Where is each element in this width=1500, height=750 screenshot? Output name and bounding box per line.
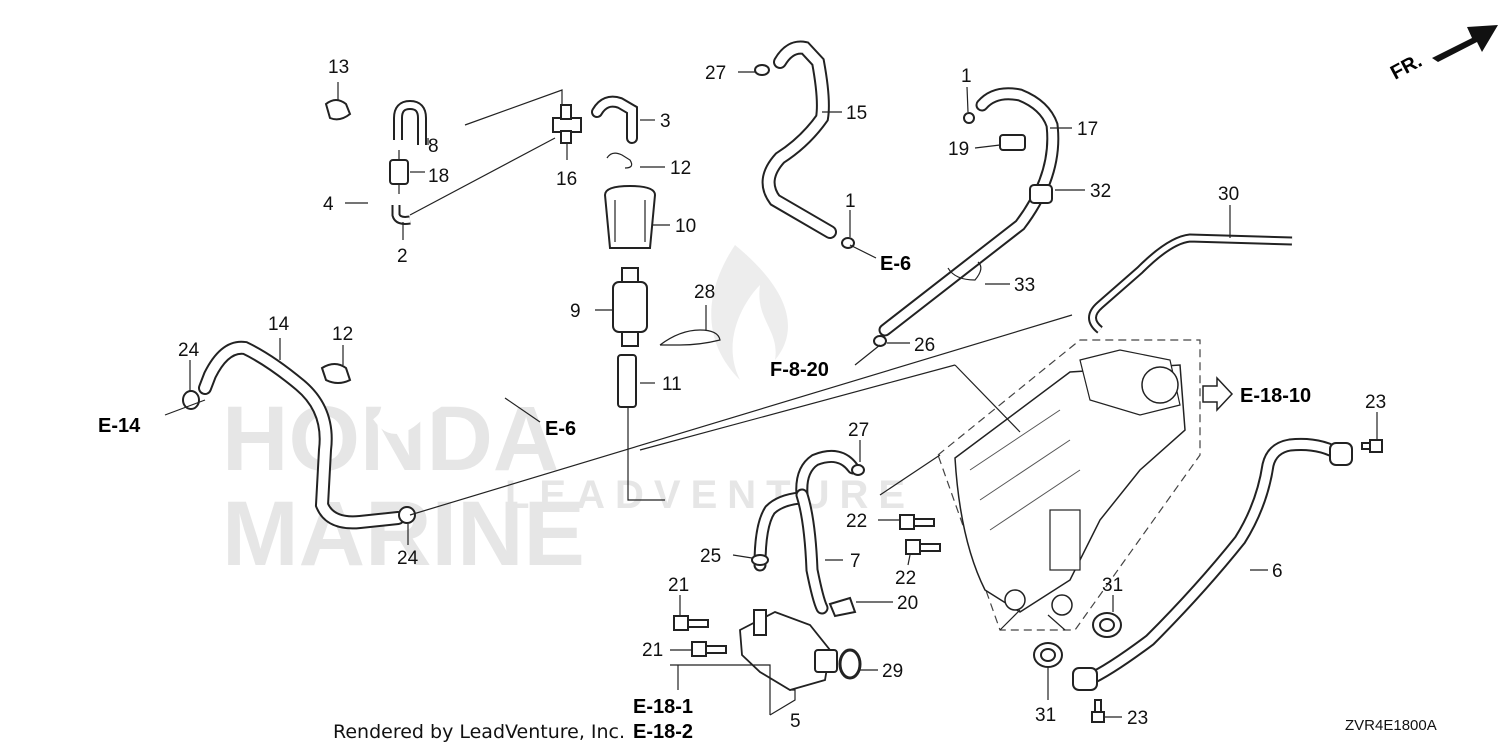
watermark-tagline: LEADVENTURE — [505, 473, 915, 517]
callout-30: 30 — [1218, 184, 1239, 205]
clip-27-top — [754, 64, 770, 76]
rendered-by-text: Rendered by LeadVenture, Inc. — [333, 721, 625, 743]
front-direction-indicator: FR. — [1387, 25, 1498, 84]
ref-e6-top[interactable]: E-6 — [880, 253, 911, 275]
leader-lines — [164, 71, 1378, 718]
part-29-o-ring — [838, 648, 862, 680]
part-18-filter — [389, 159, 409, 185]
part-9-fuel-filter — [612, 281, 648, 333]
bolt-23-lower — [1091, 699, 1105, 723]
callout-14: 14 — [268, 314, 290, 335]
vapor-separator-assembly — [954, 349, 1186, 616]
grommet-31-right — [1092, 612, 1122, 638]
callout-3: 3 — [660, 111, 671, 132]
ref-e6-left[interactable]: E-6 — [545, 418, 576, 440]
ref-e-18-2[interactable]: E-18-2 — [633, 721, 693, 743]
part-11-tube — [617, 354, 637, 408]
callout-15: 15 — [846, 103, 867, 124]
callout-8: 8 — [428, 136, 439, 157]
hose-4-inner — [356, 12, 505, 434]
callout-9: 9 — [570, 301, 581, 322]
diagram-code: ZVR4E1800A — [1345, 717, 1437, 734]
ref-e14[interactable]: E-14 — [98, 415, 141, 437]
clip-12-top — [606, 152, 633, 169]
callout-1-lower: 1 — [845, 191, 856, 212]
callout-29: 29 — [882, 661, 903, 682]
clip-24-bottom — [398, 506, 416, 524]
callout-31-bottom: 31 — [1035, 705, 1056, 726]
hose-6-end-lower — [1072, 667, 1098, 691]
part-28-band — [659, 329, 721, 346]
callout-31-right: 31 — [1102, 575, 1123, 596]
callout-27-lower: 27 — [848, 420, 869, 441]
callout-21-upper: 21 — [668, 575, 689, 596]
clip-26 — [873, 335, 887, 347]
callout-12-top: 12 — [670, 158, 691, 179]
callout-labels: 13 8 18 4 2 16 3 12 10 9 28 11 14 24 12 … — [178, 57, 1386, 732]
clip-24-left — [182, 390, 200, 410]
callout-13: 13 — [328, 57, 349, 78]
callout-2: 2 — [397, 246, 408, 267]
clip-1-upper — [963, 112, 975, 124]
hose-14-inner — [200, 342, 403, 528]
part-19-connector — [999, 134, 1026, 151]
callout-23-upper: 23 — [1365, 392, 1386, 413]
callout-4: 4 — [323, 194, 334, 215]
callout-22-upper: 22 — [846, 511, 867, 532]
bolt-21-lower — [691, 641, 727, 657]
callout-25: 25 — [700, 546, 721, 567]
callout-11: 11 — [662, 374, 682, 395]
clip-13 — [324, 99, 352, 121]
fuel-pump-5 — [739, 609, 838, 691]
callout-23-lower: 23 — [1127, 708, 1148, 729]
callout-18: 18 — [428, 166, 449, 187]
bolt-22-lower — [905, 539, 941, 555]
bolt-23-upper — [1361, 439, 1383, 453]
front-arrow-icon — [1432, 25, 1498, 62]
callout-12-left: 12 — [332, 324, 353, 345]
callout-24-left: 24 — [178, 340, 200, 361]
bolt-22-upper — [899, 514, 935, 530]
front-label: FR. — [1387, 50, 1426, 85]
hose-6-end-upper — [1329, 442, 1353, 466]
callout-22-lower: 22 — [895, 568, 916, 589]
hose-8-inner — [395, 101, 425, 145]
clip-27-lower — [851, 464, 865, 476]
part-20-clip — [828, 596, 857, 618]
part-10-cup — [603, 184, 657, 249]
callout-24-bottom: 24 — [397, 548, 419, 569]
part-33-clip — [947, 261, 982, 281]
watermark-brand-line2: MARINE — [222, 483, 585, 585]
ref-e-18-1[interactable]: E-18-1 — [633, 696, 693, 718]
bolt-21-upper — [673, 615, 709, 631]
callout-16: 16 — [556, 169, 577, 190]
e-18-10-arrow-icon — [1202, 376, 1234, 412]
callout-21-lower: 21 — [642, 640, 663, 661]
ref-e-18-10[interactable]: E-18-10 — [1240, 385, 1311, 407]
part-32-clamp — [1029, 184, 1053, 204]
callout-5: 5 — [790, 711, 801, 732]
callout-20: 20 — [897, 593, 918, 614]
ref-f-8-20[interactable]: F-8-20 — [770, 359, 829, 381]
callout-17: 17 — [1077, 119, 1098, 140]
callout-1-upper: 1 — [961, 66, 972, 87]
clip-25 — [751, 554, 769, 566]
callout-32: 32 — [1090, 181, 1111, 202]
callout-19: 19 — [948, 139, 969, 160]
watermark-flame-icon — [711, 245, 788, 380]
part-16-joint — [552, 117, 582, 133]
reference-labels: E-6 E-6 E-14 F-8-20 E-18-10 E-18-1 E-18-… — [98, 253, 1311, 743]
callout-33: 33 — [1014, 275, 1035, 296]
callout-27-top: 27 — [705, 63, 726, 84]
callout-7: 7 — [850, 551, 861, 572]
callout-10: 10 — [675, 216, 696, 237]
callout-28: 28 — [694, 282, 715, 303]
clip-12-left — [320, 363, 352, 384]
callout-6: 6 — [1272, 561, 1283, 582]
callout-26: 26 — [914, 335, 935, 356]
grommet-31-bottom — [1033, 642, 1063, 668]
